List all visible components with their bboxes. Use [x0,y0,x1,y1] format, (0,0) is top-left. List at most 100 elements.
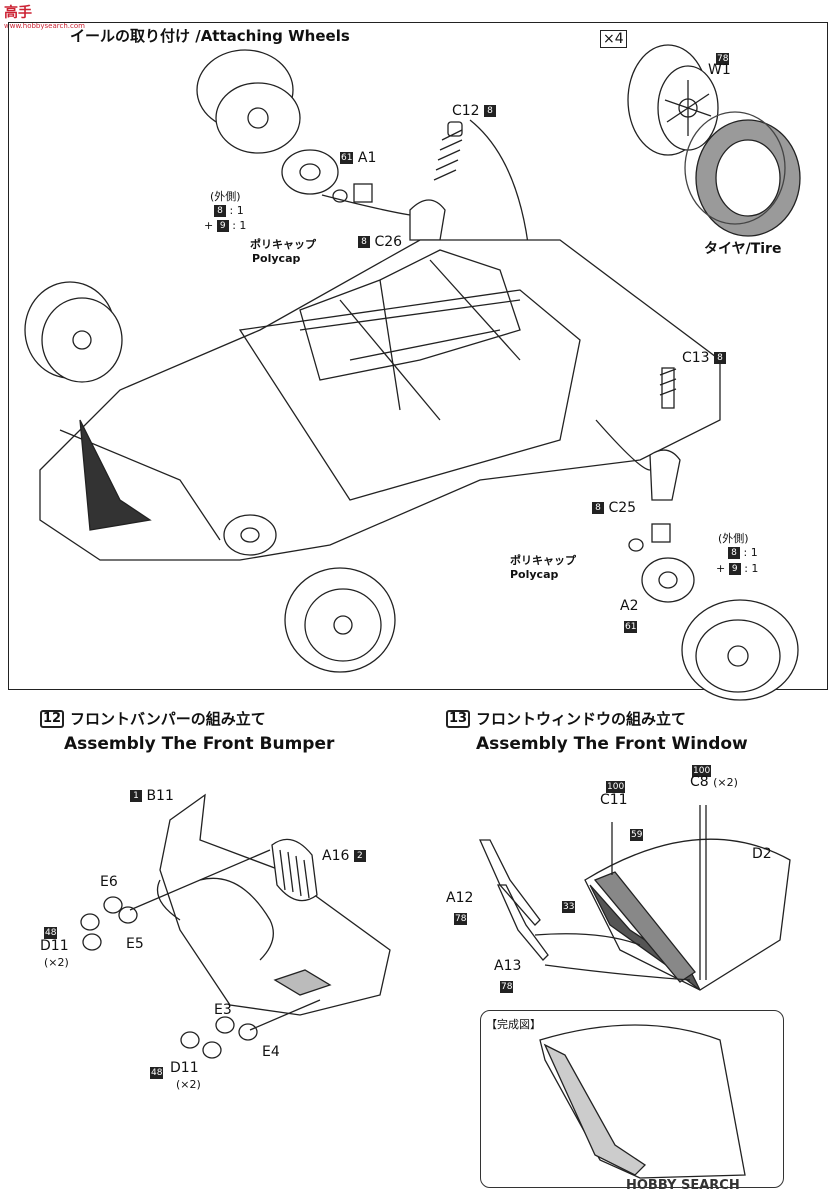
c8-num: 100 [692,764,712,777]
w1-label: W1 [708,62,731,78]
step12-number: 12 [40,710,65,728]
hobby-search-watermark: HOBBY SEARCH [626,1178,740,1193]
c8-qty: (×2) [713,776,738,789]
mix3-num: 8 [728,547,740,559]
polycap-icon [628,538,644,552]
w1-part-number: 78 [716,48,730,67]
leader-line [321,194,411,216]
leader-line [249,999,321,1031]
a1-label: 61 A1 [340,150,376,166]
mix2-num: 9 [216,220,229,232]
mix2-plus: + [204,219,214,232]
e5-label: E5 [126,936,144,952]
wheel-rear-left-icon [196,49,301,154]
c8-text: C8 [690,774,709,790]
spring-c12-icon [433,121,463,181]
a12-num: 78 [454,912,468,925]
wheel-front-left-icon [24,281,123,383]
w1-num: 78 [716,52,730,65]
b11-num: 1 [130,790,142,802]
mix2-val: : 1 [232,219,247,232]
c26-num: 8 [358,236,370,248]
mix1-num: 8 [214,205,226,217]
tire-icon [684,111,801,237]
upright-c25-icon [649,449,681,501]
mix-ratio-2: + 9 : 1 [204,219,246,232]
c12-text: C12 [452,103,480,119]
a1-text: A1 [357,150,377,166]
d11-bottom-label: D11 [170,1060,199,1076]
d11-top-qty: (×2) [44,956,69,969]
a12-part-number: 78 [454,908,468,927]
polycap-label-en: Polycap [252,252,301,265]
a2-num: 61 [624,620,638,633]
step13-title-jp: 13 フロントウィンドウの組み立て [446,708,686,729]
a16-num: 2 [353,850,366,862]
a2-part-number: 61 [624,616,638,635]
mix4-val: : 1 [744,562,759,575]
mix-ratio-4: + 9 : 1 [716,562,758,575]
brake-disc-front-icon [223,514,277,556]
wheel-front-right-icon [681,599,799,701]
leader-line [129,849,271,911]
polycap2-label-jp: ポリキャップ [510,554,576,567]
front-window-d2-icon [584,838,791,991]
outer-side-label-2: (外側) [718,532,749,545]
completion-inset [480,1010,784,1188]
completion-window-icon [539,1024,746,1179]
c25-label: 8 C25 [592,500,636,516]
c8-label: C8 (×2) [690,774,738,790]
completion-label: 【完成図】 [486,1018,541,1031]
d11-bottom-part-number: 48 [150,1062,164,1081]
wheel-w1-icon [627,44,719,156]
step13-title-en: Assembly The Front Window [476,734,748,754]
c8-part-number: 100 [692,760,712,779]
step11-title: イールの取り付け /Attaching Wheels [70,27,350,45]
n33: 33 [562,900,576,913]
car-chassis-icon [39,239,721,561]
paint-icon [353,183,373,203]
c25-num: 8 [592,502,604,514]
logo-url: www.hobbysearch.com [4,22,85,30]
part-59-number: 59 [630,824,644,843]
n59: 59 [630,828,644,841]
tire-label: タイヤ/Tire [704,241,782,257]
brake-disc-a2-icon [641,557,695,603]
d11a-num: 48 [44,926,58,939]
c26-text: C26 [374,234,403,250]
b11-label: 1 B11 [130,788,174,804]
mix4-plus: + [716,562,726,575]
polycap-label-jp: ポリキャップ [250,238,316,251]
step12-title-en: Assembly The Front Bumper [64,734,335,754]
c11-part-number: 100 [606,776,626,795]
wheel-front-center-icon [284,567,396,673]
step11-frame [8,22,828,690]
step13-title-jp-text: フロントウィンドウの組み立て [476,710,687,728]
b11-text: B11 [146,788,174,804]
leader-line [544,964,691,981]
polycap-icon [332,189,348,203]
grille-a16-icon [271,838,318,902]
step12-title-jp-text: フロントバンパーの組み立て [70,710,266,728]
c11-label: C11 [600,792,628,808]
step12-title-jp: 12 フロントバンパーの組み立て [40,708,266,729]
d11-top-label: D11 [40,938,69,954]
mix3-val: : 1 [743,546,758,559]
part-33-number: 33 [562,896,576,915]
step13-number: 13 [446,710,471,728]
a12-label: A12 [446,890,474,906]
outer-side-label: (外側) [210,190,241,203]
mix4-num: 9 [728,563,741,575]
c26-label: 8 C26 [358,234,402,250]
a13-num: 78 [500,980,514,993]
d11b-num: 48 [150,1066,164,1079]
shock-c13-icon [659,367,677,409]
a16-label: A16 2 [322,848,366,864]
c25-text: C25 [608,500,637,516]
front-bumper-b11-icon [156,793,391,1016]
count-label: ×4 [600,30,627,48]
leader-line [595,419,651,471]
mix-ratio-3: 8 : 1 [728,546,758,559]
brake-disc-a1-icon [281,149,339,195]
